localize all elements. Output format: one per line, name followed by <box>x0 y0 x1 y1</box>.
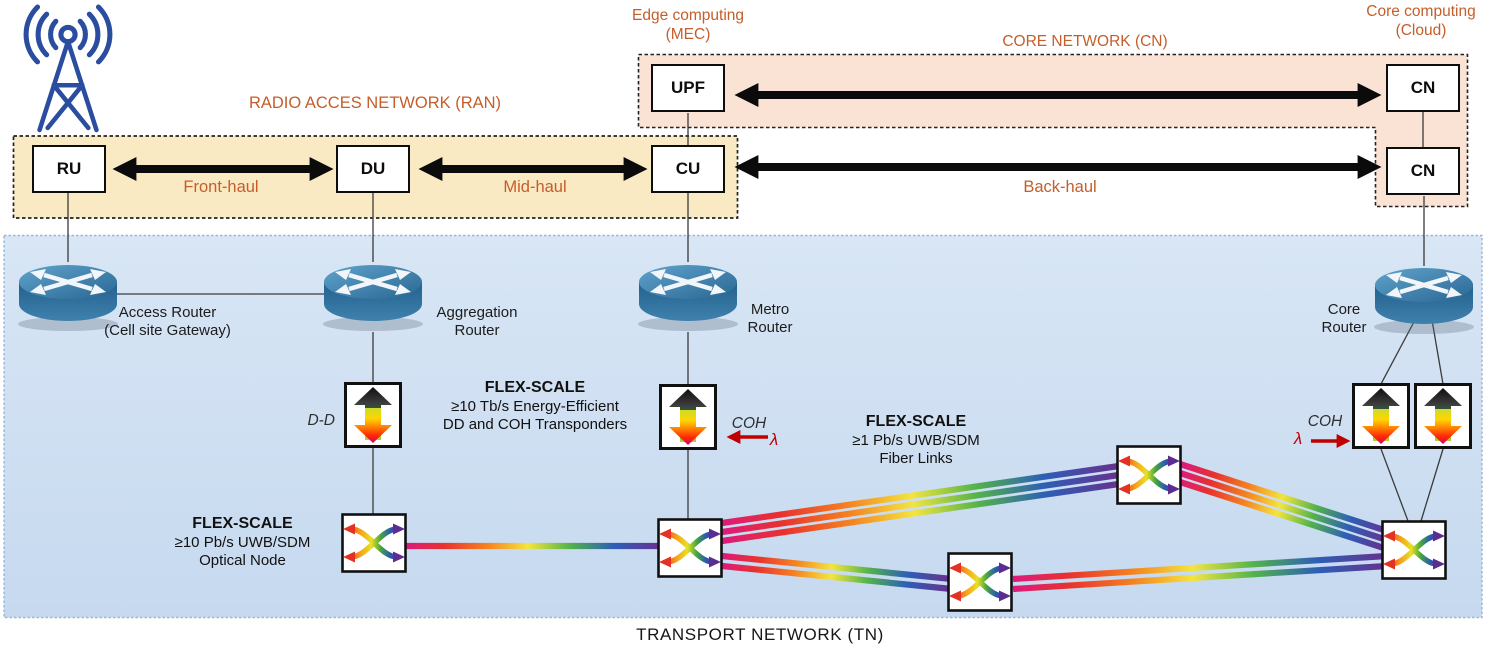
mec-label-line2: (MEC) <box>665 26 711 44</box>
coh-right-label: COH <box>1307 413 1343 430</box>
flexscale-fiber-note: FLEX-SCALE ≥1 Pb/s UWB/SDM Fiber Links <box>818 412 1014 469</box>
transport-network-region <box>3 234 1483 619</box>
transponder-coh-icon <box>659 384 717 450</box>
cn-top-box: CN <box>1386 64 1460 112</box>
lambda-arrows <box>726 430 1351 448</box>
aggregation-router-icon <box>321 252 425 332</box>
lambda-left-label: λ <box>769 430 779 449</box>
access-router-label: Access Router (Cell site Gateway) <box>70 304 265 341</box>
metro-router-label: Metro Router <box>722 301 818 338</box>
fronthaul-label: Front-haul <box>183 178 259 196</box>
cloud-label-line1: Core computing <box>1366 3 1476 20</box>
mec-label-line1: Edge computing <box>631 7 745 24</box>
fiber-bundle-n3-n5 <box>1179 461 1388 552</box>
connector-lines <box>67 112 1444 522</box>
fiber-bundle-n2-n3 <box>721 462 1120 545</box>
fiber-links <box>405 461 1388 593</box>
fiber-bundle-n4-n5 <box>1012 552 1388 593</box>
flexscale-node-title: FLEX-SCALE <box>192 515 293 532</box>
optical-node-3-icon <box>1116 445 1182 505</box>
optical-node-4-icon <box>947 552 1013 612</box>
midhaul-label: Mid-haul <box>503 178 567 196</box>
core-router-label-line2: Router <box>1321 319 1367 337</box>
aggregation-router-label: Aggregation Router <box>418 304 536 341</box>
flexscale-transponders-title: FLEX-SCALE <box>484 379 586 396</box>
access-router-label-line1: Access Router <box>118 304 217 321</box>
mec-region-label: Edge computing (MEC) <box>610 6 766 45</box>
core-network-label: CORE NETWORK (CN) <box>1002 33 1168 50</box>
transport-network-label: TRANSPORT NETWORK (TN) <box>636 625 884 644</box>
ru-box: RU <box>32 145 106 193</box>
cu-box: CU <box>651 145 725 193</box>
access-router-label-line2: (Cell site Gateway) <box>104 322 231 340</box>
aggregation-router-label-line1: Aggregation <box>436 304 518 321</box>
aggregation-router-label-line2: Router <box>454 322 500 340</box>
flexscale-transponders-note: FLEX-SCALE ≥10 Tb/s Energy-Efficient DD … <box>413 378 657 435</box>
transponder-core-right-icon <box>1414 383 1472 449</box>
flexscale-fiber-line1: ≥1 Pb/s UWB/SDM <box>852 431 980 449</box>
cn-bottom-box: CN <box>1386 147 1460 195</box>
optical-node-5-icon <box>1381 520 1447 580</box>
transponder-core-left-icon <box>1352 383 1410 449</box>
ran-region-label: RADIO ACCES NETWORK (RAN) <box>248 94 502 112</box>
dd-label: D-D <box>307 412 335 429</box>
cloud-region-label: Core computing (Cloud) <box>1346 2 1496 41</box>
upf-box: UPF <box>651 64 725 112</box>
core-router-label: Core Router <box>1296 301 1392 338</box>
optical-node-2-icon <box>657 518 723 578</box>
antenna-icon <box>16 4 120 134</box>
flexscale-fiber-title: FLEX-SCALE <box>865 413 967 430</box>
flexscale-node-line1: ≥10 Pb/s UWB/SDM <box>174 533 311 551</box>
metro-router-label-line1: Metro <box>750 301 790 318</box>
core-router-label-line1: Core <box>1327 301 1361 318</box>
flexscale-transponders-line2: DD and COH Transponders <box>442 416 628 434</box>
flexscale-node-line2: Optical Node <box>199 552 286 570</box>
haul-arrows <box>112 83 1382 181</box>
du-box: DU <box>336 145 410 193</box>
optical-node-1-icon <box>341 513 407 573</box>
flexscale-transponders-line1: ≥10 Tb/s Energy-Efficient <box>451 397 619 415</box>
lambda-right-label: λ <box>1293 429 1303 448</box>
transponder-dd-icon <box>344 382 402 448</box>
metro-router-label-line2: Router <box>747 319 793 337</box>
cloud-label-line2: (Cloud) <box>1395 22 1447 40</box>
backhaul-label: Back-haul <box>1023 178 1097 196</box>
fiber-bundle-n2-n4 <box>721 552 953 593</box>
coh-left-label: COH <box>731 415 767 432</box>
flexscale-node-note: FLEX-SCALE ≥10 Pb/s UWB/SDM Optical Node <box>140 514 345 571</box>
flexscale-fiber-line2: Fiber Links <box>879 450 953 468</box>
